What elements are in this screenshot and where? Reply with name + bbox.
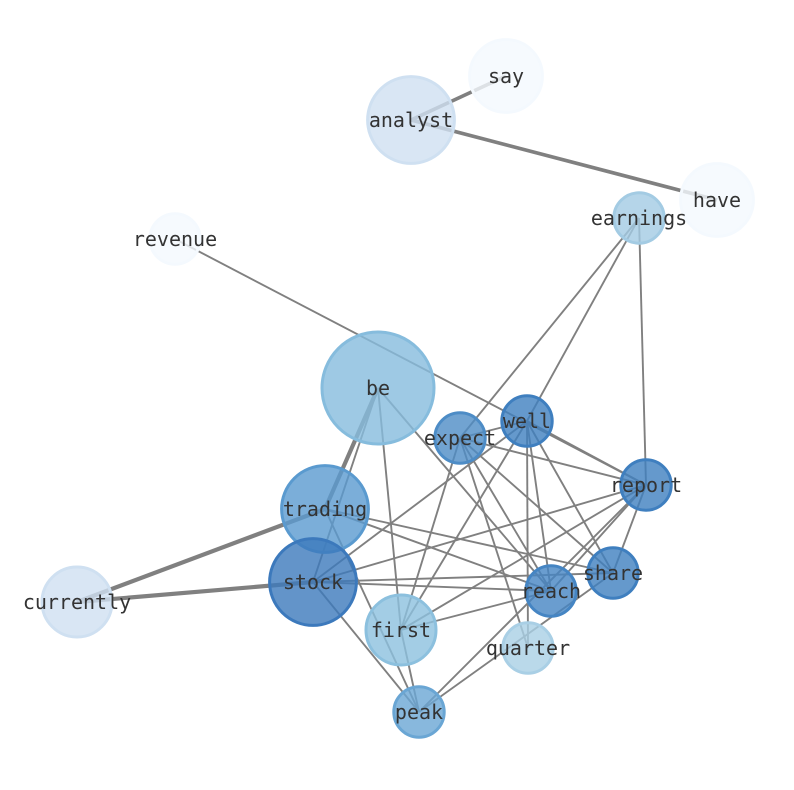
node-label-currently: currently	[23, 590, 131, 614]
node-label-well: well	[503, 409, 551, 433]
node-stock[interactable]	[268, 537, 358, 627]
node-label-trading: trading	[283, 497, 367, 521]
edge-earnings-well	[526, 217, 640, 422]
node-label-peak: peak	[395, 700, 443, 724]
node-label-report: report	[610, 473, 682, 497]
edge-report-first	[400, 484, 647, 631]
nodes-layer	[40, 38, 755, 739]
edge-stock-report	[312, 484, 647, 583]
node-say[interactable]	[468, 38, 544, 114]
edge-well-reach	[526, 420, 552, 592]
node-report[interactable]	[619, 458, 673, 512]
edge-expect-quarter	[459, 437, 529, 649]
node-be[interactable]	[320, 330, 436, 446]
node-analyst[interactable]	[366, 75, 456, 165]
node-label-share: share	[583, 561, 643, 585]
node-have[interactable]	[679, 162, 755, 238]
node-currently[interactable]	[40, 565, 114, 639]
edge-well-first	[400, 420, 528, 631]
edge-earnings-expect	[459, 217, 640, 439]
node-revenue[interactable]	[148, 212, 202, 266]
node-label-expect: expect	[424, 426, 496, 450]
node-label-have: have	[693, 188, 741, 212]
node-expect[interactable]	[433, 411, 487, 465]
node-earnings[interactable]	[612, 191, 666, 245]
node-peak[interactable]	[392, 685, 446, 739]
node-reach[interactable]	[524, 564, 578, 618]
node-label-reach: reach	[521, 579, 581, 603]
node-label-earnings: earnings	[591, 206, 687, 230]
node-label-revenue: revenue	[133, 227, 217, 251]
edge-expect-report	[459, 437, 647, 486]
edge-well-quarter	[526, 420, 529, 649]
node-label-first: first	[371, 618, 431, 642]
node-label-say: say	[488, 64, 524, 88]
node-well[interactable]	[500, 394, 554, 448]
edge-trading-share	[324, 508, 614, 574]
node-share[interactable]	[586, 546, 640, 600]
edge-well-share	[526, 420, 614, 574]
node-label-be: be	[366, 376, 390, 400]
edge-analyst-have	[410, 118, 718, 202]
edge-earnings-report	[638, 217, 647, 486]
node-label-quarter: quarter	[486, 636, 570, 660]
edge-expect-reach	[459, 437, 552, 592]
node-label-stock: stock	[283, 570, 343, 594]
node-quarter[interactable]	[501, 621, 555, 675]
node-label-analyst: analyst	[369, 108, 453, 132]
node-first[interactable]	[364, 593, 438, 667]
